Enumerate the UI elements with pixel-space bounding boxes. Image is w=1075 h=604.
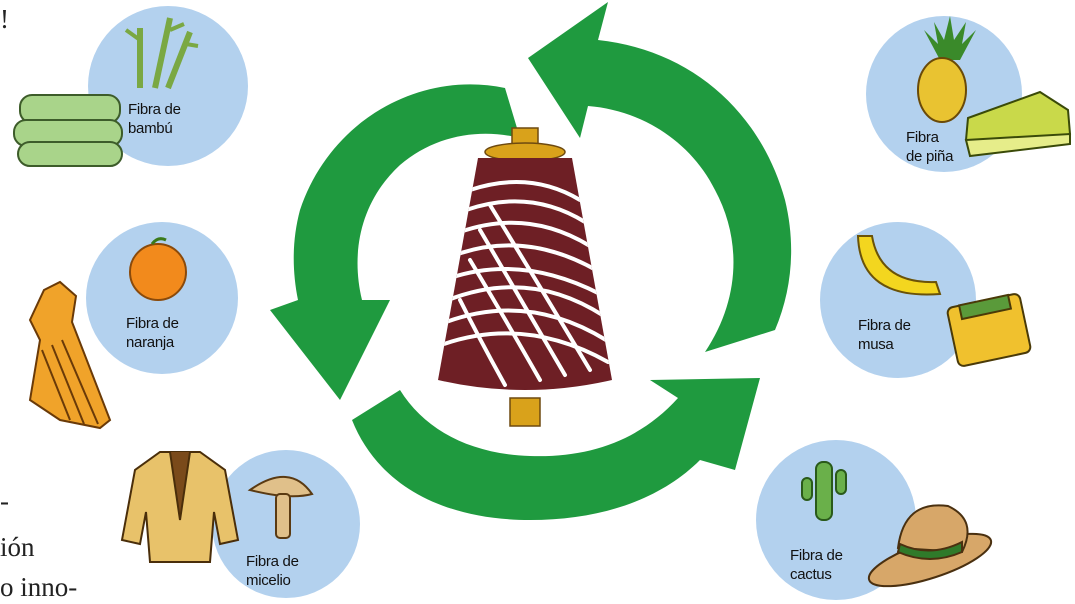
cycle-arrow-top	[528, 2, 792, 352]
cactus-icon	[801, 461, 847, 521]
orange-icon	[129, 237, 187, 301]
banana-icon	[856, 235, 942, 296]
page-text-fragment: o inno-	[0, 572, 78, 602]
cycle-arrows	[270, 2, 792, 520]
fiber-label-line2: de piña	[906, 148, 954, 165]
folded-towels-icon	[13, 94, 123, 167]
fiber-label-micelio: Fibra de micelio	[246, 552, 299, 590]
mushroom-icon	[247, 475, 314, 539]
wallet-icon	[946, 293, 1032, 367]
fiber-label-bambu: Fibra de bambú	[128, 100, 181, 138]
cycle-arrow-left	[270, 84, 520, 400]
fiber-label-line2: naranja	[126, 334, 174, 351]
fiber-label-musa: Fibra de musa	[858, 316, 911, 354]
page-text-fragment: ión	[0, 532, 35, 562]
fiber-label-cactus: Fibra de cactus	[790, 546, 843, 584]
jacket-icon	[120, 451, 240, 563]
fiber-label-line2: cactus	[790, 566, 832, 583]
pineapple-icon	[917, 16, 976, 123]
page-text-fragment: !	[0, 4, 9, 34]
fiber-label-line2: musa	[858, 336, 894, 353]
fiber-label-line1: Fibra de	[858, 317, 911, 334]
fiber-label-line2: bambú	[128, 120, 173, 137]
hat-icon	[867, 504, 993, 588]
fiber-label-line1: Fibra de	[790, 547, 843, 564]
fiber-label-line1: Fibra de	[246, 553, 299, 570]
spool-cone-icon	[438, 127, 612, 427]
cycle-arrow-bottom	[352, 378, 760, 520]
fiber-label-line1: Fibra de	[126, 315, 179, 332]
dress-icon	[28, 280, 112, 430]
page-text-fragment: -	[0, 486, 9, 516]
fiber-label-naranja: Fibra de naranja	[126, 314, 179, 352]
fiber-label-line1: Fibra de	[128, 101, 181, 118]
fiber-label-line2: micelio	[246, 572, 291, 589]
sneaker-icon	[964, 90, 1072, 158]
fiber-label-line1: Fibra	[906, 129, 939, 146]
fiber-circle-musa	[820, 222, 976, 378]
bamboo-icon	[124, 17, 199, 90]
fiber-label-pina: Fibra de piña	[906, 128, 953, 166]
